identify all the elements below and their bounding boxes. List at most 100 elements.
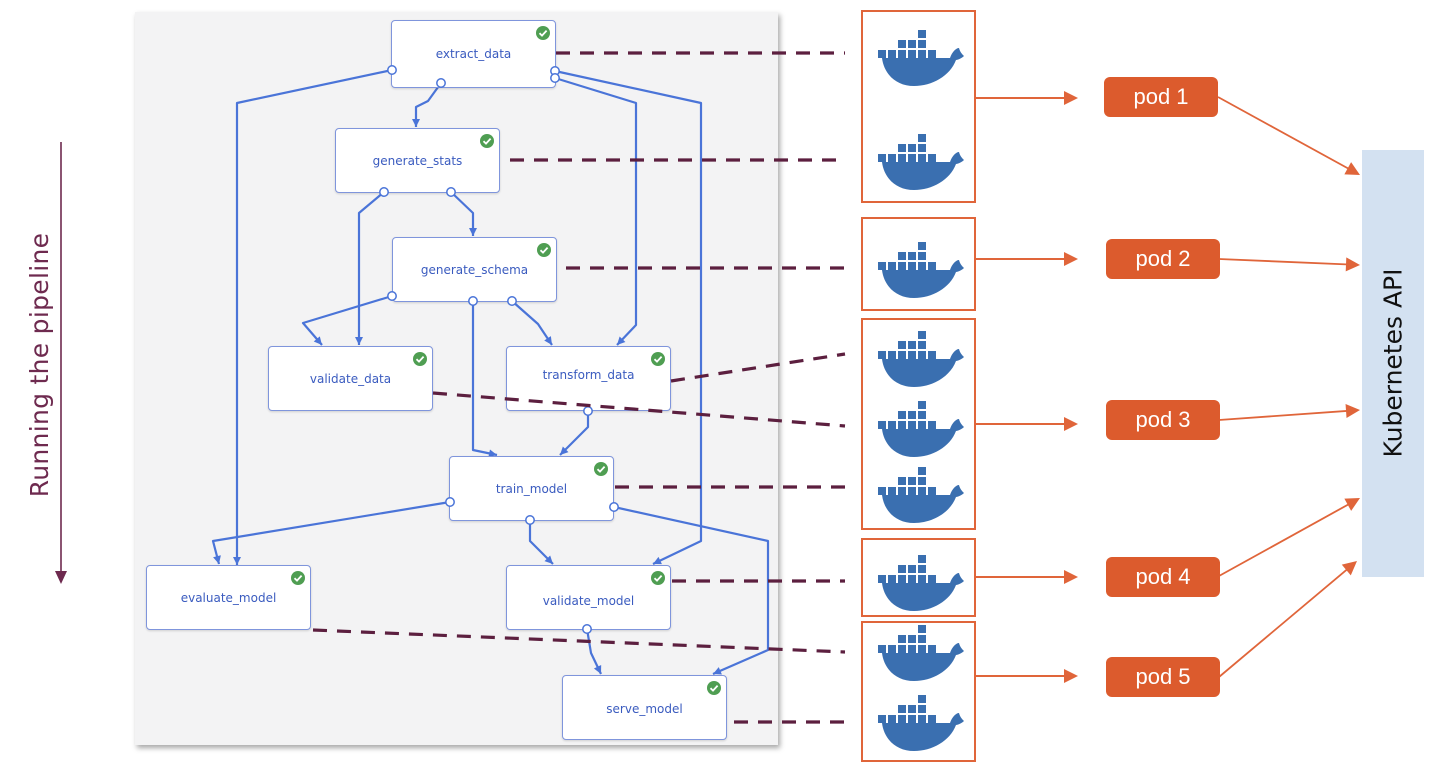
- arrow-pod5-to-k8s-head: [1341, 561, 1357, 576]
- docker-icon-part: [908, 50, 916, 58]
- docker-icon: [878, 695, 964, 751]
- node-label: evaluate_model: [180, 590, 277, 605]
- node-train-model[interactable]: train_model: [449, 456, 614, 521]
- docker-icon-part: [918, 341, 926, 349]
- docker-icon-part: [888, 645, 896, 653]
- docker-icon-part: [918, 421, 926, 429]
- docker-icon: [878, 625, 964, 681]
- edge-schema-to-transform-arrowhead: [544, 336, 552, 345]
- docker-icon: [878, 331, 964, 387]
- docker-icon-part: [888, 421, 896, 429]
- docker-icon-part: [888, 262, 896, 270]
- arrow-group2-to-pod2-head: [1064, 252, 1078, 266]
- success-check-icon: [291, 571, 305, 585]
- pod-2: pod 2: [1106, 239, 1220, 279]
- pod-4: pod 4: [1106, 557, 1220, 597]
- docker-icon-part: [918, 625, 926, 633]
- node-port: [387, 65, 397, 75]
- docker-icon-part: [928, 421, 936, 429]
- node-label: validate_data: [309, 371, 392, 386]
- node-label: transform_data: [542, 368, 635, 383]
- docker-icon-part: [928, 50, 936, 58]
- docker-icon-part: [918, 351, 926, 359]
- edge-transform-to-train-arrowhead: [560, 446, 569, 455]
- docker-icon-part: [918, 467, 926, 475]
- success-check-icon: [707, 681, 721, 695]
- docker-icon: [878, 401, 964, 457]
- node-validate-model[interactable]: validate_model: [506, 565, 671, 630]
- edge-train-to-serve-arrowhead: [713, 667, 722, 675]
- docker-icon-part: [898, 262, 906, 270]
- arrow-pod1-to-k8s: [1217, 96, 1354, 172]
- docker-icon-part: [898, 635, 906, 643]
- docker-icon-part: [898, 487, 906, 495]
- arrow-group1-to-pod1-head: [1064, 91, 1078, 105]
- edge-extract-to-stats-arrowhead: [412, 119, 420, 127]
- docker-icon-part: [918, 262, 926, 270]
- success-check-icon: [480, 134, 494, 148]
- docker-icon-part: [928, 645, 936, 653]
- success-check-icon: [413, 352, 427, 366]
- docker-icon-part: [898, 411, 906, 419]
- docker-icon-part: [888, 487, 896, 495]
- docker-icon-part: [882, 349, 964, 387]
- node-port: [379, 187, 389, 197]
- docker-icon-part: [908, 252, 916, 260]
- edge-schema-to-train-arrowhead: [488, 449, 497, 458]
- node-evaluate-model[interactable]: evaluate_model: [146, 565, 311, 630]
- docker-icon-part: [918, 487, 926, 495]
- node-label: extract_data: [435, 47, 512, 61]
- node-extract-data[interactable]: extract_data: [391, 20, 556, 88]
- edge-train-to-serve: [613, 505, 770, 676]
- docker-icon-part: [888, 154, 896, 162]
- edge-schema-to-transform: [511, 300, 553, 346]
- docker-icon: [878, 134, 964, 190]
- node-label: generate_schema: [420, 262, 529, 277]
- docker-icon-part: [908, 421, 916, 429]
- arrow-pod4-to-k8s: [1218, 501, 1354, 577]
- docker-icon-part: [898, 645, 906, 653]
- node-generate-stats[interactable]: generate_stats: [335, 128, 500, 193]
- docker-icon-part: [908, 635, 916, 643]
- node-validate-data[interactable]: validate_data: [268, 346, 433, 411]
- docker-icon-part: [878, 351, 886, 359]
- docker-icon-part: [898, 575, 906, 583]
- node-serve-model[interactable]: serve_model: [562, 675, 727, 740]
- docker-icon-part: [898, 252, 906, 260]
- docker-icon-part: [898, 40, 906, 48]
- docker-icon-part: [908, 565, 916, 573]
- docker-icon-part: [898, 715, 906, 723]
- success-check-icon: [537, 243, 551, 257]
- edge-train-to-evaluate-arrowhead: [213, 555, 221, 564]
- docker-icon-part: [882, 573, 964, 611]
- docker-icon-part: [878, 575, 886, 583]
- docker-icon-part: [908, 154, 916, 162]
- arrow-pod4-to-k8s-head: [1344, 498, 1360, 511]
- node-generate-schema[interactable]: generate_schema: [392, 237, 557, 302]
- docker-icon-part: [908, 262, 916, 270]
- docker-icon-part: [918, 40, 926, 48]
- arrow-pod3-to-k8s-head: [1345, 404, 1360, 418]
- edge-extract-to-validate-model: [554, 69, 703, 565]
- kubernetes-api-block: Kubernetes API: [1362, 150, 1424, 577]
- docker-icon-part: [918, 154, 926, 162]
- edge-schema-to-validate-data-arrowhead: [313, 336, 322, 345]
- pod-3: pod 3: [1106, 400, 1220, 440]
- success-check-icon: [536, 26, 550, 40]
- docker-icon-part: [918, 411, 926, 419]
- docker-icon-part: [882, 260, 964, 298]
- docker-icon: [878, 555, 964, 611]
- docker-icon-part: [898, 421, 906, 429]
- link-evaluate-model: [312, 628, 846, 654]
- edge-transform-to-train: [559, 411, 590, 456]
- docker-icon-part: [882, 419, 964, 457]
- docker-icon-part: [898, 50, 906, 58]
- node-port: [550, 73, 560, 83]
- docker-icon-part: [928, 351, 936, 359]
- docker-icon-part: [888, 575, 896, 583]
- docker-icon-part: [928, 487, 936, 495]
- arrow-pod2-to-k8s: [1218, 258, 1353, 266]
